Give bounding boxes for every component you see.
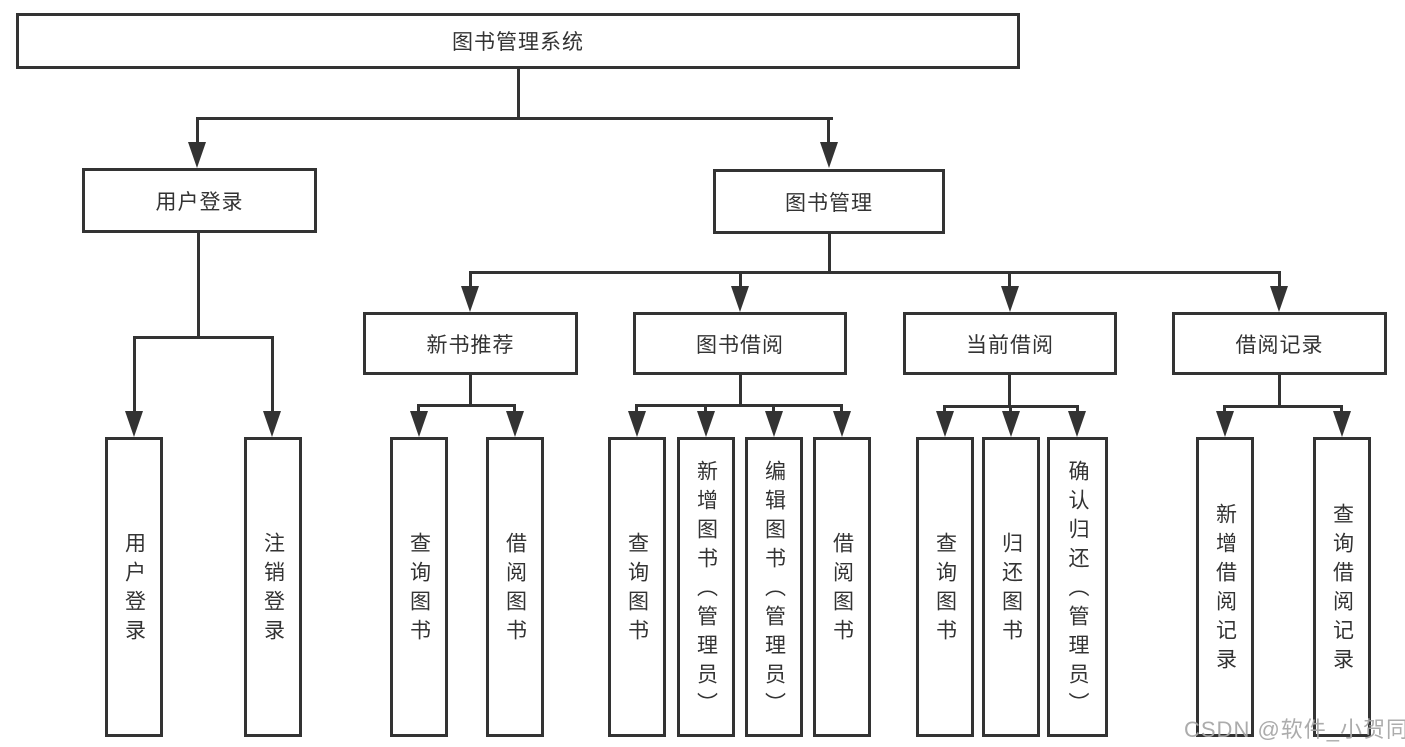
connector-line: [469, 271, 1281, 274]
node-library-management-system: 图书管理系统: [16, 13, 1020, 69]
connector-line: [704, 404, 707, 415]
arrow-down-icon: [1333, 411, 1351, 437]
arrow-down-icon: [1068, 411, 1086, 437]
node-user-login: 用户登录: [82, 168, 317, 233]
arrow-down-icon: [461, 286, 479, 312]
node-add-books-admin: 新增图书（管理员）: [677, 437, 735, 737]
node-borrow-books: 借阅图书: [813, 437, 871, 737]
node-book-management: 图书管理: [713, 169, 945, 234]
arrow-down-icon: [820, 142, 838, 168]
connector-line: [943, 405, 946, 415]
connector-line: [1340, 405, 1343, 415]
connector-line: [196, 117, 833, 120]
connector-line: [196, 117, 199, 144]
node-borrow-books-recommend: 借阅图书: [486, 437, 544, 737]
connector-line: [1076, 405, 1079, 415]
arrow-down-icon: [697, 411, 715, 437]
node-current-borrowing: 当前借阅: [903, 312, 1117, 375]
arrow-down-icon: [1002, 411, 1020, 437]
node-edit-books-admin: 编辑图书（管理员）: [745, 437, 803, 737]
node-query-borrow-record: 查询借阅记录: [1313, 437, 1371, 737]
connector-line: [1008, 271, 1011, 288]
connector-line: [133, 336, 274, 339]
node-borrowing-records: 借阅记录: [1172, 312, 1387, 375]
connector-line: [271, 336, 274, 413]
node-return-books: 归还图书: [982, 437, 1040, 737]
node-query-books-recommend: 查询图书: [390, 437, 448, 737]
node-book-borrowing: 图书借阅: [633, 312, 847, 375]
connector-line: [739, 271, 742, 288]
connector-line: [417, 404, 420, 415]
connector-line: [1223, 405, 1226, 415]
connector-line: [469, 375, 472, 407]
csdn-watermark: CSDN @软件_小贺同学: [1184, 717, 1405, 742]
connector-line: [1278, 271, 1281, 288]
connector-line: [1008, 375, 1011, 408]
connector-line: [513, 404, 516, 415]
arrow-down-icon: [263, 411, 281, 437]
connector-line: [417, 404, 515, 407]
arrow-down-icon: [125, 411, 143, 437]
connector-line: [1009, 405, 1012, 415]
node-query-books-current: 查询图书: [916, 437, 974, 737]
node-query-books-borrowing: 查询图书: [608, 437, 666, 737]
connector-line: [1223, 405, 1343, 408]
arrow-down-icon: [765, 411, 783, 437]
arrow-down-icon: [936, 411, 954, 437]
arrow-down-icon: [1001, 286, 1019, 312]
arrow-down-icon: [628, 411, 646, 437]
connector-line: [635, 404, 638, 415]
node-user-login-leaf: 用户登录: [105, 437, 163, 737]
arrow-down-icon: [188, 142, 206, 168]
connector-line: [840, 404, 843, 415]
connector-line: [469, 271, 472, 288]
connector-line: [827, 117, 830, 144]
arrow-down-icon: [1270, 286, 1288, 312]
node-add-borrow-record: 新增借阅记录: [1196, 437, 1254, 737]
connector-line: [772, 404, 775, 415]
arrow-down-icon: [506, 411, 524, 437]
arrow-down-icon: [833, 411, 851, 437]
connector-line: [828, 234, 831, 274]
node-new-book-recommend: 新书推荐: [363, 312, 578, 375]
connector-line: [635, 404, 843, 407]
arrow-down-icon: [410, 411, 428, 437]
connector-line: [739, 375, 742, 407]
arrow-down-icon: [1216, 411, 1234, 437]
connector-line: [133, 336, 136, 413]
node-confirm-return-admin: 确认归还（管理员）: [1047, 437, 1108, 737]
connector-line: [197, 233, 200, 339]
arrow-down-icon: [731, 286, 749, 312]
connector-line: [517, 69, 520, 120]
node-logout: 注销登录: [244, 437, 302, 737]
connector-line: [1278, 375, 1281, 408]
